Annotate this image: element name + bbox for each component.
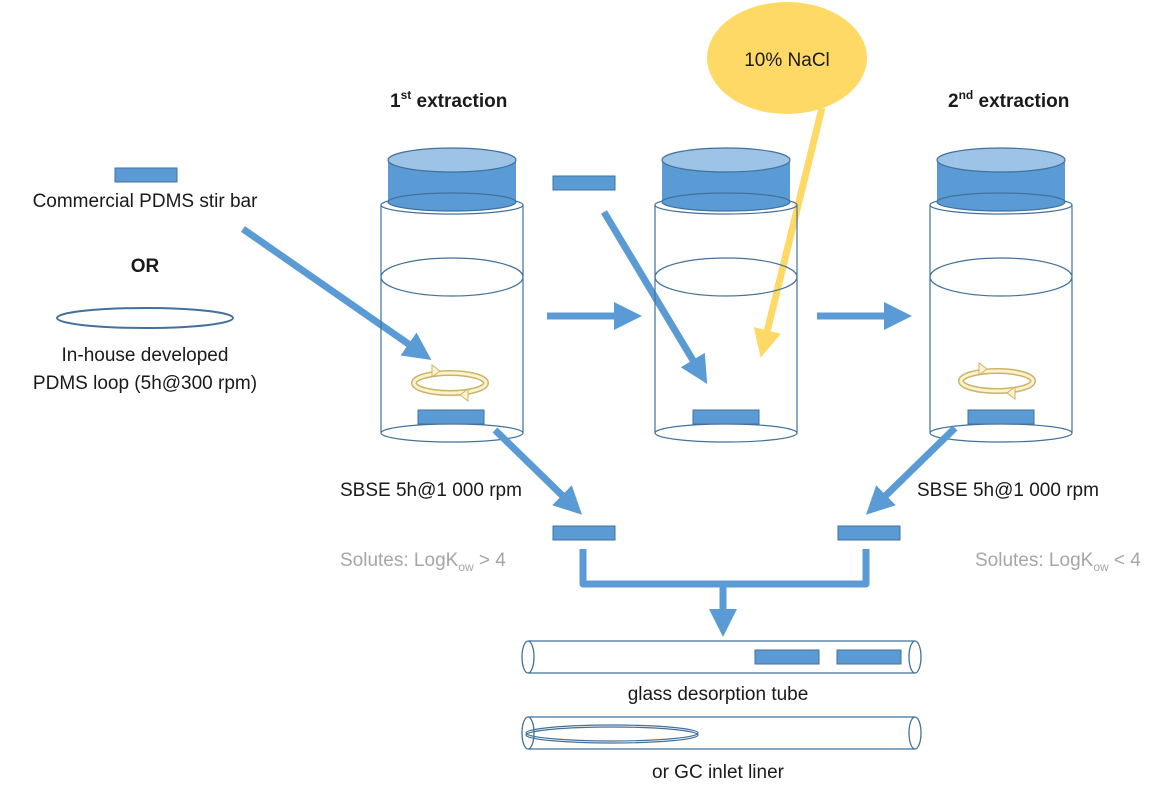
stir-bar-in-tube: [754, 649, 820, 665]
nacl-label: 10% NaCl: [744, 50, 830, 71]
liquid-surface: [654, 257, 798, 297]
nacl-arrow: [753, 107, 826, 358]
loop-label-line2: PDMS loop (5h@300 rpm): [33, 373, 257, 394]
stir-bar-in-vial: [967, 409, 1035, 425]
pdms-loop-icon: [56, 307, 234, 329]
glass-desorption-tube: [521, 640, 922, 674]
solutes-left-label: Solutes: LogKow > 4: [340, 550, 506, 574]
insert-arrow-vial2: [600, 210, 708, 385]
pdms-loop-in-liner: [525, 724, 699, 742]
stir-bar-right-result: [837, 525, 901, 541]
commercial-stir-bar-icon: [114, 167, 178, 183]
stir-bar-left-result: [552, 525, 616, 541]
nacl-bubble: 10% NaCl: [707, 2, 867, 114]
stir-bar-label: Commercial PDMS stir bar: [33, 191, 259, 212]
first-extraction-title: 1st extraction: [390, 88, 507, 112]
merge-bracket: [579, 549, 870, 588]
solutes-right-label: Solutes: LogKow < 4: [975, 550, 1141, 574]
stir-bar-in-tube: [836, 649, 902, 665]
gc-inlet-liner: [521, 716, 922, 750]
liquid-surface: [929, 257, 1073, 297]
stir-bar-in-vial: [417, 409, 485, 425]
remove-arrow-left: [492, 427, 583, 515]
sbse-right-label: SBSE 5h@1 000 rpm: [917, 480, 1099, 501]
loop-label-line1: In-house developed: [62, 345, 229, 366]
remove-arrow-right: [865, 425, 958, 515]
transferred-stir-bar: [552, 175, 616, 191]
tube-label: glass desorption tube: [628, 684, 809, 705]
or-label: OR: [131, 256, 160, 277]
sbse-left-label: SBSE 5h@1 000 rpm: [340, 480, 522, 501]
liquid-surface: [380, 257, 524, 297]
vial-2: [654, 147, 798, 443]
rotation-icon: [411, 364, 489, 402]
liner-label: or GC inlet liner: [652, 762, 785, 783]
vial-3: [929, 147, 1073, 443]
vial-1: [380, 147, 524, 443]
second-extraction-title: 2nd extraction: [948, 88, 1069, 112]
rotation-icon: [958, 362, 1036, 400]
insert-arrow-vial1: [241, 226, 432, 360]
stir-bar-in-vial: [692, 409, 760, 425]
